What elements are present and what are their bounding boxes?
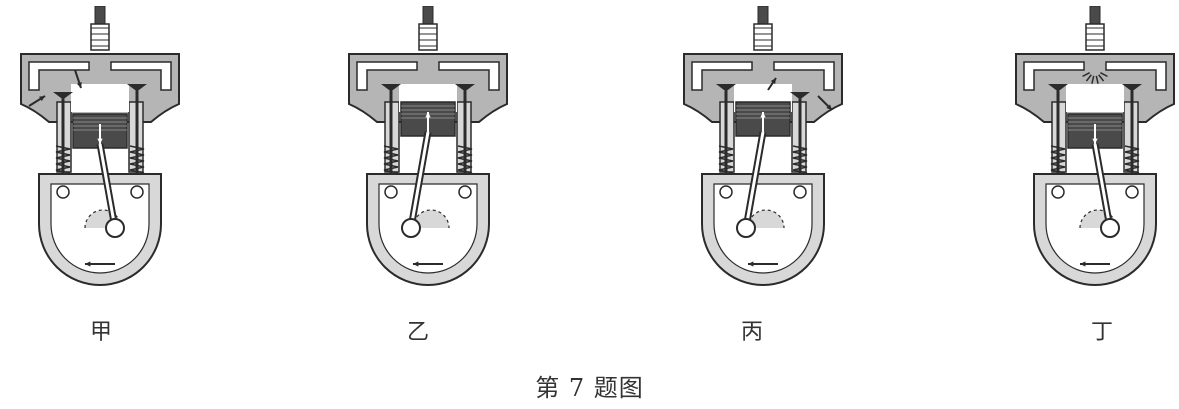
intake-cam <box>56 185 70 199</box>
stroke-label-3: 丙 <box>740 320 763 345</box>
intake-flow-arrow-head <box>39 96 45 102</box>
spark-burst <box>1091 75 1095 84</box>
crank-rotation-arrow-head <box>1080 261 1086 267</box>
intake-cam <box>719 185 733 199</box>
intake-port <box>356 61 418 91</box>
piston-motion-arrow-head <box>97 138 103 144</box>
spark-plug-terminal <box>1089 6 1101 25</box>
intake-valve-head <box>381 84 401 90</box>
spark-plug-body <box>90 23 110 51</box>
exhaust-port <box>1105 61 1167 91</box>
intake-flow-arrow-2-head <box>76 82 82 88</box>
spark-plug-body <box>1085 23 1105 51</box>
crank-rotation-arrow-head <box>413 261 419 267</box>
piston-motion-arrow-head <box>1092 138 1098 144</box>
crank-pin <box>736 218 756 238</box>
intake-cam <box>1051 185 1065 199</box>
engine-diagram-4 <box>1010 6 1179 306</box>
exhaust-cam <box>130 185 144 199</box>
spark-plug-terminal <box>94 6 106 25</box>
intake-valve-head <box>1048 84 1068 90</box>
exhaust-cam <box>1125 185 1139 199</box>
spark-plug-terminal <box>422 6 434 25</box>
crankcase-interior <box>713 183 813 274</box>
exhaust-cam <box>793 185 807 199</box>
engine-svg <box>683 6 843 286</box>
stroke-label-4: 丁 <box>1090 320 1113 345</box>
combustion-chamber <box>71 84 129 112</box>
exhaust-valve-head <box>1122 84 1142 90</box>
exhaust-port <box>438 61 500 91</box>
spark-burst <box>1100 72 1108 78</box>
intake-port <box>1023 61 1085 91</box>
engine-diagram-2 <box>343 6 513 306</box>
connecting-rod-inner <box>1093 143 1112 229</box>
exhaust-flow-arrow-2-head <box>826 104 832 110</box>
crankcase-interior <box>50 183 150 274</box>
piston-motion-arrow-head <box>425 112 431 118</box>
engine-svg <box>1015 6 1175 286</box>
spark-plug-body <box>753 23 773 51</box>
exhaust-flow-arrow-head <box>770 78 776 84</box>
crank-rotation-arrow-head <box>748 261 754 267</box>
intake-port <box>28 61 90 91</box>
piston-motion-arrow-head <box>760 112 766 118</box>
exhaust-cam <box>458 185 472 199</box>
intake-valve-head <box>716 84 736 90</box>
crank-pin <box>401 218 421 238</box>
engine-svg <box>20 6 180 286</box>
spark-burst <box>1095 75 1099 84</box>
figure-caption: 第 7 题图 <box>535 374 644 402</box>
combustion-chamber <box>1066 84 1124 112</box>
engine-svg <box>348 6 508 286</box>
exhaust-port <box>110 61 172 91</box>
spark-burst <box>1082 72 1090 78</box>
crankcase-interior <box>378 183 478 274</box>
intake-cam <box>384 185 398 199</box>
crank-pin <box>1100 218 1120 238</box>
exhaust-valve-head <box>790 92 810 98</box>
crank-rotation-arrow-head <box>85 261 91 267</box>
spark-burst <box>1098 74 1105 82</box>
crank-pin <box>105 218 125 238</box>
intake-port <box>691 61 753 91</box>
exhaust-valve-head <box>455 84 475 90</box>
exhaust-valve-head <box>127 84 147 90</box>
engine-diagram-3 <box>678 6 848 306</box>
spark-burst <box>1085 74 1092 82</box>
stroke-label-2: 乙 <box>406 320 429 345</box>
crankcase-interior <box>1045 183 1145 274</box>
connecting-rod-inner <box>409 131 430 229</box>
intake-valve-head <box>53 92 73 98</box>
spark-plug-body <box>418 23 438 51</box>
engine-diagram-1 <box>15 6 185 306</box>
spark-plug-terminal <box>757 6 769 25</box>
connecting-rod-inner <box>744 131 765 229</box>
connecting-rod-inner <box>98 143 117 229</box>
stroke-label-1: 甲 <box>89 320 112 345</box>
exhaust-port <box>773 61 835 91</box>
